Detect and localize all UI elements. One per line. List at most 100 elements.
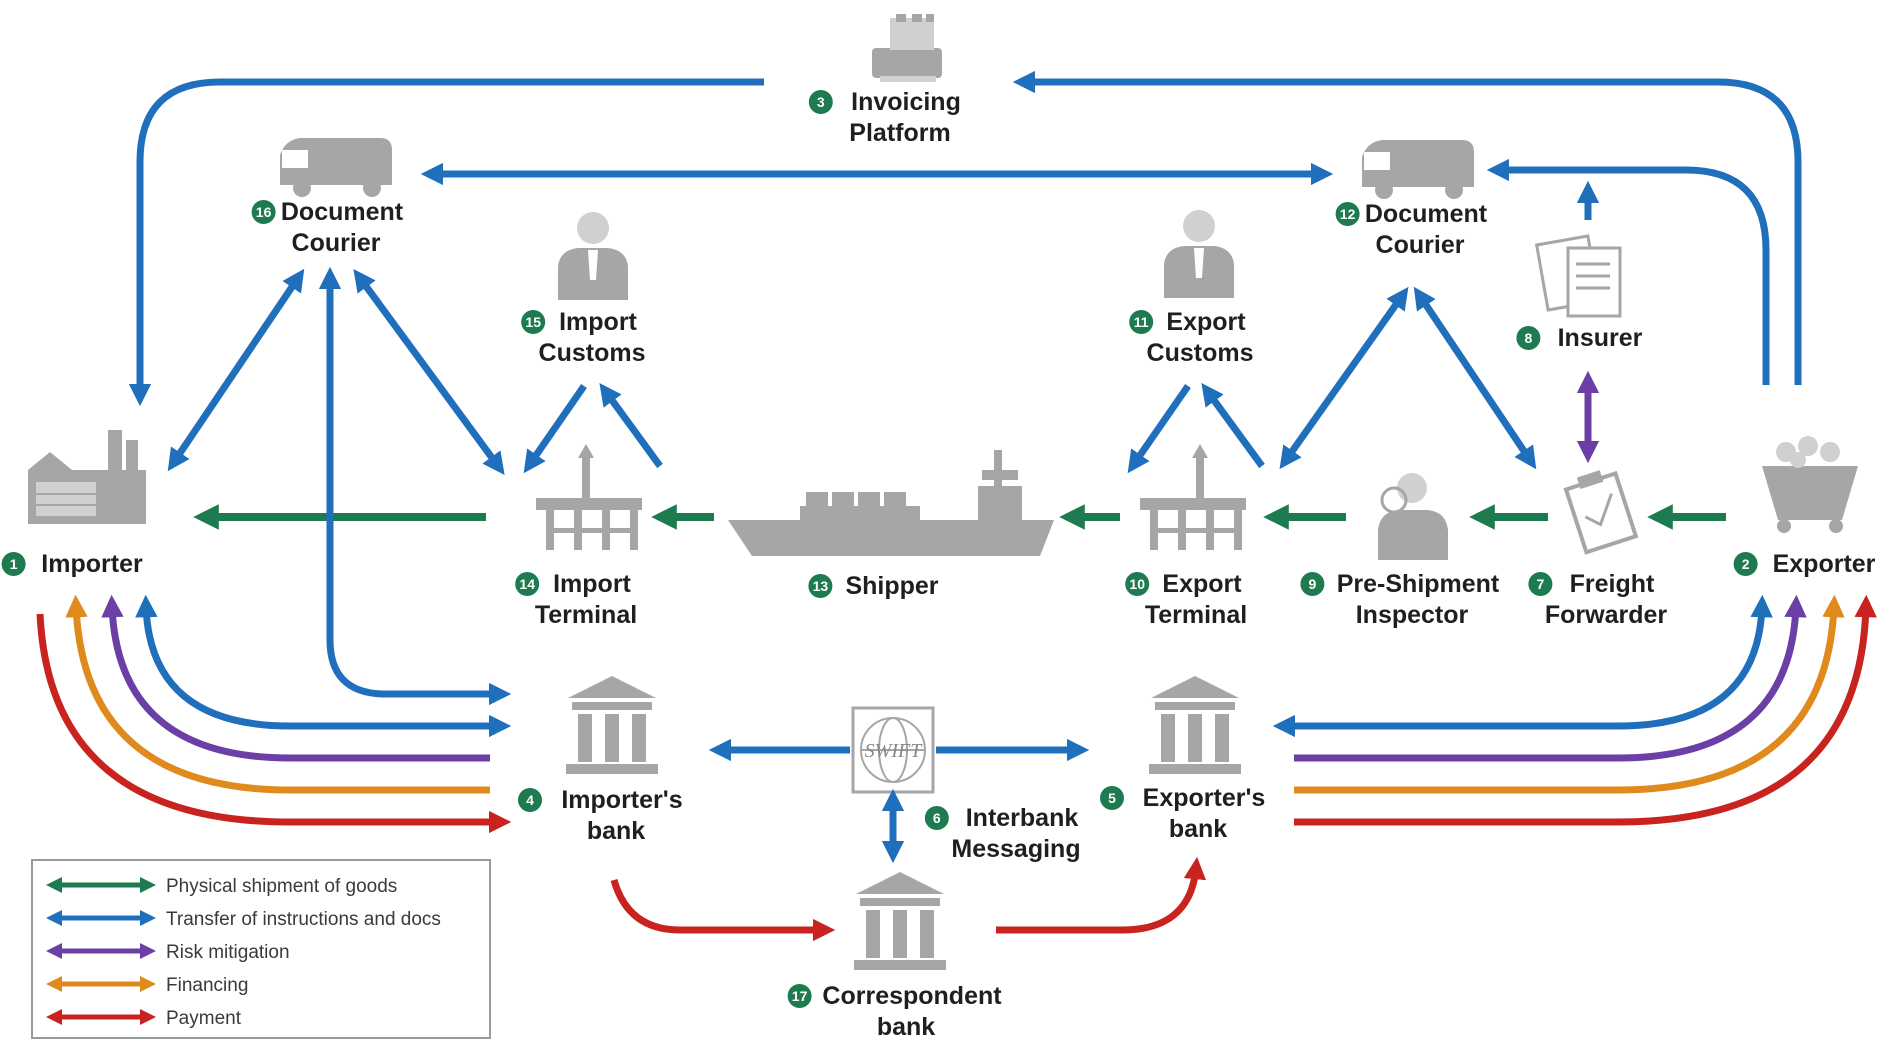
node-label-line: Freight [1570,570,1655,598]
step-number: 6 [933,810,941,826]
step-number-badge [521,310,546,334]
step-number-badge [1516,326,1541,350]
node-label-line: Courier [1376,231,1465,259]
legend-item-financing: Financing [45,975,248,996]
step-number-badge [924,806,949,830]
node-label-line: Importer's [561,786,682,814]
node-label-line: Pre-Shipment [1337,570,1500,598]
legend-label: Payment [166,1008,242,1029]
node-label-line: Import [559,308,637,336]
node-importers-bank: 4 Importer's bank [518,786,683,845]
step-number: 14 [519,576,535,592]
arrow-courier-importer [167,268,305,472]
legend-label: Risk mitigation [166,942,290,963]
legend-item-physical: Physical shipment of goods [45,876,397,897]
import-terminal-icon [536,444,642,550]
step-number-badge [1100,786,1124,810]
node-label-line: Courier [292,229,381,257]
arrow-importer-financing [65,594,490,794]
arrow-invoicing-to-importer [128,78,764,407]
node-label-line: Messaging [951,835,1080,863]
pre-shipment-inspector-icon [1378,473,1448,560]
node-label-line: bank [587,817,645,845]
importers-bank-icon [566,676,658,774]
node-label-line: Exporter's [1143,784,1266,812]
step-number: 5 [1108,790,1116,806]
node-label-line: Invoicing [851,88,961,116]
step-number-badge [808,574,833,598]
step-number: 3 [817,94,825,110]
legend-label: Financing [166,975,248,996]
node-insurer: 8 Insurer [1516,324,1643,352]
node-label-line: bank [877,1013,935,1041]
step-number: 1 [10,556,18,572]
step-number: 10 [1129,576,1145,592]
correspondent-bank-icon [854,872,946,970]
step-number: 15 [525,314,541,330]
node-shipper: 13 Shipper [808,572,939,600]
step-number-badge [1300,572,1325,596]
arrow-exporter-payment [1294,594,1877,826]
node-exporters-bank: 5 Exporter's bank [1100,784,1265,843]
instruction-doc-arrows [128,70,1802,864]
node-importer: 1 Importer [1,550,143,578]
exporters-bank-icon [1149,676,1241,774]
node-label-line: Importer [41,550,143,578]
node-label-line: Export [1162,570,1242,598]
step-number-badge [808,90,833,114]
legend-item-risk: Risk mitigation [45,942,290,963]
step-number: 16 [256,204,272,220]
arrow-importer-risk [101,594,490,762]
import-customs-officer-icon [558,212,628,300]
legend-label: Physical shipment of goods [166,876,397,897]
arrow-courier-importers-bank [318,266,512,706]
step-number-badge [1335,202,1360,226]
node-label-line: bank [1169,815,1227,843]
node-label-line: Terminal [535,601,637,629]
arrow-importer-payment [36,613,512,834]
node-label-line: Import [553,570,631,598]
step-number: 7 [1537,576,1545,592]
swift-logo: SWIFT [851,706,935,794]
step-number-badge [1125,572,1150,596]
insurer-documents-icon [1534,234,1622,318]
step-number-badge [251,200,276,224]
arrow-terminal-to-export-customs [1201,382,1265,469]
freight-forwarder-clipboard-icon [1563,470,1639,555]
arrow-exporter-to-courier [1486,158,1770,385]
step-number-badge [1733,552,1758,576]
step-number: 12 [1340,206,1356,222]
invoicing-platform-icon [872,14,942,82]
step-number: 8 [1525,330,1533,346]
shipper-vessel-icon [728,450,1054,556]
arrow-correspondent-to-exporters-bank [996,856,1207,934]
risk-mitigation-arrows [101,370,1807,762]
arrow-importer-importers-bank [135,594,512,738]
node-label-line: Shipper [845,572,938,600]
payment-arrows [36,594,1877,942]
legend-label: Transfer of instructions and docs [166,909,441,930]
step-number: 4 [526,792,534,808]
arrow-exporter-risk [1294,594,1807,762]
arrow-export-customs-to-terminal [1127,384,1191,474]
node-label-line: Interbank [966,804,1079,832]
financing-arrows [65,594,1845,794]
arrow-exporter-financing [1294,594,1845,794]
arrow-import-customs-to-terminal [523,384,587,474]
node-label-line: Insurer [1558,324,1643,352]
step-number-badge [787,984,812,1008]
legend-item-instructions: Transfer of instructions and docs [45,909,441,930]
node-label-line: Correspondent [822,982,1002,1010]
node-label-line: Terminal [1145,601,1247,629]
exporter-cart-icon [1762,436,1858,533]
step-number: 13 [813,578,829,594]
